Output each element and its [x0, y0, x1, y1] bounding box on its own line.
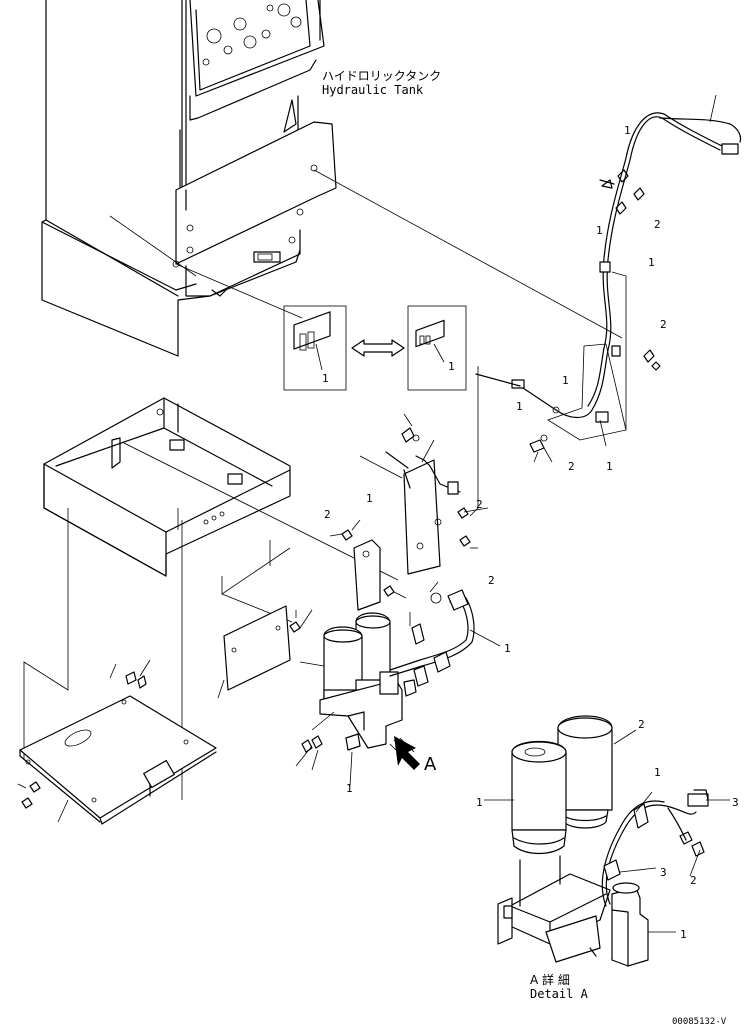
callout-c4: 2: [488, 574, 495, 587]
callout-h1: 1: [624, 124, 631, 137]
callout-d3: 1: [654, 766, 661, 779]
wire-harness: [469, 94, 742, 517]
callout-h4: 1: [648, 256, 655, 269]
detail-a-label-en: Detail A: [530, 987, 589, 1001]
callout-c2: 2: [324, 508, 331, 521]
drawing-code: 00085132-V: [672, 1017, 727, 1026]
callout-d6: 3: [660, 866, 667, 879]
side-plate: [217, 605, 313, 699]
callout-c3: 2: [476, 498, 483, 511]
callout-h5: 2: [660, 318, 667, 331]
callout-h7: 1: [516, 400, 523, 413]
callout-switch-1: 1: [322, 372, 329, 385]
fuel-filters-main: [295, 612, 403, 787]
switch-inset-right: 1: [407, 305, 467, 391]
mount-bracket: [329, 519, 407, 611]
callout-h8: 2: [568, 460, 575, 473]
switch-inset-left: 1: [283, 305, 347, 391]
callout-d2: 2: [638, 718, 645, 731]
view-a-arrow: A: [389, 736, 437, 775]
base-plate: [17, 659, 217, 825]
callout-d1: 1: [476, 796, 483, 809]
control-box: [359, 413, 489, 575]
hydraulic-tank: [41, 0, 337, 357]
tray-box: [43, 397, 291, 577]
view-a-label: A: [424, 754, 437, 775]
tank-label-en: Hydraulic Tank: [322, 83, 424, 97]
tank-label-jp: ハイドロリックタンク: [322, 69, 441, 83]
callout-d4: 3: [732, 796, 739, 809]
detail-a-label-jp: A 詳 細: [530, 972, 570, 987]
callout-c5: 1: [504, 642, 511, 655]
callout-d7: 1: [680, 928, 687, 941]
detail-a: [497, 715, 709, 967]
callout-c6: 1: [346, 782, 353, 795]
callout-d5: 2: [690, 874, 697, 887]
callout-c1: 1: [366, 492, 373, 505]
fuel-hose: [389, 581, 501, 697]
callout-switch-2: 1: [448, 360, 455, 373]
callout-h6: 1: [562, 374, 569, 387]
callout-h3: 1: [596, 224, 603, 237]
callout-h9: 1: [606, 460, 613, 473]
bidirectional-arrow: [351, 339, 405, 357]
control-panel: [202, 3, 302, 66]
callout-h2: 2: [654, 218, 661, 231]
